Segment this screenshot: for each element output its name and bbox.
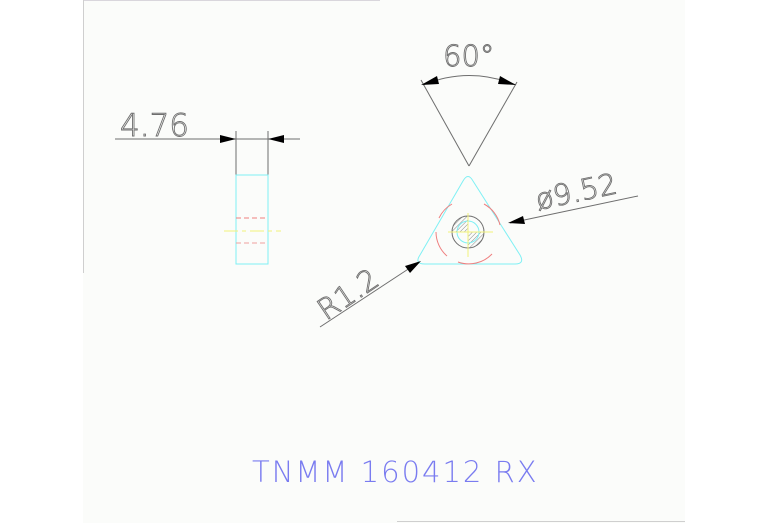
angle-edge-left [420, 79, 470, 167]
sheet-edge-bottom [397, 521, 685, 522]
insert-top-outline [417, 176, 523, 265]
insert-side-outline [235, 174, 269, 265]
arrow-icon [421, 76, 439, 85]
hidden-arc [435, 231, 448, 257]
sheet-edge-top [83, 0, 380, 1]
arrow-icon [508, 216, 525, 224]
hidden-arc [438, 203, 453, 219]
hidden-arc [457, 253, 493, 265]
arrow-icon [405, 261, 421, 273]
arrow-right-icon [220, 135, 236, 143]
angle-edge-right [468, 81, 518, 167]
part-number-title: TNMM 160412 RX [252, 455, 539, 489]
angle-view: 60° [420, 39, 518, 167]
top-view: ø9.52 R1.2 [310, 166, 639, 328]
angle-label: 60° [443, 39, 494, 73]
drawing-sheet [83, 0, 685, 523]
radius-label: R1.2 [311, 262, 385, 327]
sheet-edge-left [83, 0, 84, 273]
arrow-icon [498, 76, 516, 85]
radius-leader [319, 261, 420, 328]
arrow-left-icon [268, 135, 284, 143]
side-view: 4.76 [115, 108, 300, 265]
diameter-leader [509, 195, 639, 224]
hidden-arc [483, 203, 501, 226]
thickness-label: 4.76 [120, 108, 189, 144]
